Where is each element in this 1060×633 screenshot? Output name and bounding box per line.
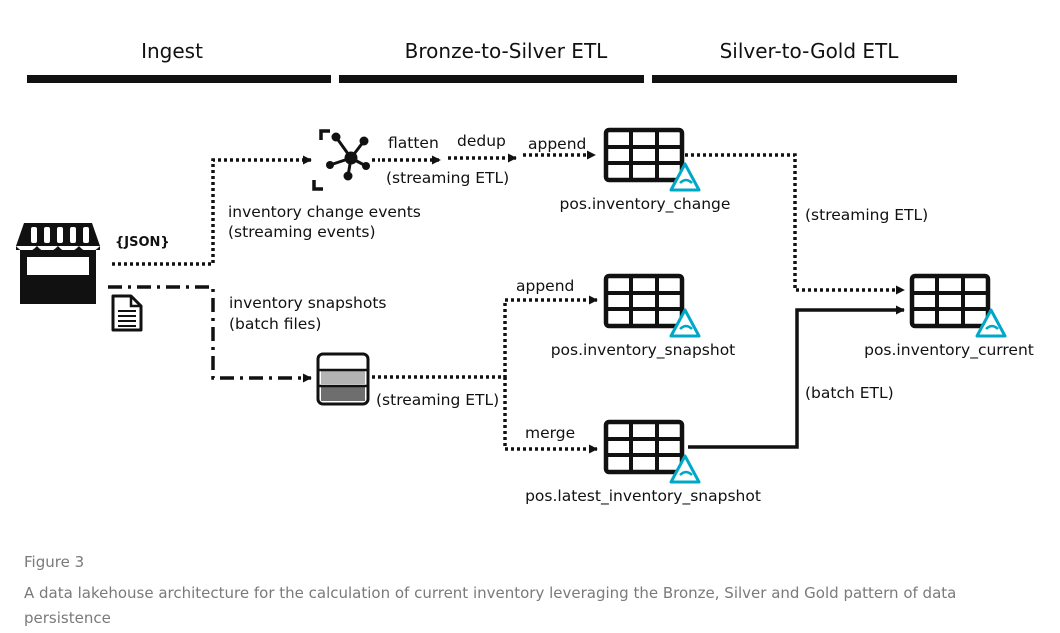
table-label-change: pos.inventory_change	[560, 195, 731, 214]
stage-bar-silver-to-gold	[652, 75, 957, 83]
document-icon	[111, 294, 143, 332]
table-label-snapshot: pos.inventory_snapshot	[551, 341, 736, 360]
op-batch-right: (batch ETL)	[805, 384, 894, 402]
storage-icon	[316, 352, 370, 406]
json-label: {JSON}	[115, 235, 170, 250]
op-append-mid: append	[516, 277, 574, 295]
edge-snapshots-to-storage	[108, 285, 312, 383]
edge-events-to-hub	[112, 155, 312, 266]
table-latest-inventory-snapshot	[606, 422, 701, 484]
snapshots-label-line2: (batch files)	[229, 315, 321, 333]
events-label-line1: inventory change events	[228, 203, 421, 221]
stream-hub-icon	[312, 129, 370, 191]
op-streaming-top: (streaming ETL)	[386, 169, 509, 187]
table-label-latest: pos.latest_inventory_snapshot	[525, 487, 761, 506]
op-dedup: dedup	[457, 132, 506, 150]
op-append-top: append	[528, 135, 586, 153]
edge-batch-to-current	[688, 305, 905, 449]
stage-bar-ingest	[27, 75, 331, 83]
stage-title-bronze-to-silver: Bronze-to-Silver ETL	[405, 39, 608, 63]
op-flatten: flatten	[388, 134, 439, 152]
architecture-diagram: Ingest Bronze-to-Silver ETL Silver-to-Go…	[16, 39, 1034, 506]
figure-title: Figure 3	[24, 553, 85, 571]
table-inventory-current	[912, 276, 1007, 338]
stage-title-ingest: Ingest	[141, 39, 203, 63]
edge-merge-latest	[503, 377, 598, 454]
store-icon	[16, 223, 100, 304]
table-label-current: pos.inventory_current	[864, 341, 1034, 360]
table-inventory-change	[606, 130, 701, 192]
op-streaming-mid: (streaming ETL)	[376, 391, 499, 409]
events-label-line2: (streaming events)	[228, 223, 376, 241]
stage-bar-bronze-to-silver	[339, 75, 644, 83]
figure-caption: A data lakehouse architecture for the ca…	[24, 584, 957, 627]
stage-title-silver-to-gold: Silver-to-Gold ETL	[720, 39, 900, 63]
snapshots-label-line1: inventory snapshots	[229, 294, 386, 312]
op-merge: merge	[525, 424, 575, 442]
edge-append-snapshot	[372, 295, 598, 379]
edge-streaming-to-current	[685, 153, 905, 295]
op-streaming-right: (streaming ETL)	[805, 206, 928, 224]
table-inventory-snapshot	[606, 276, 701, 338]
